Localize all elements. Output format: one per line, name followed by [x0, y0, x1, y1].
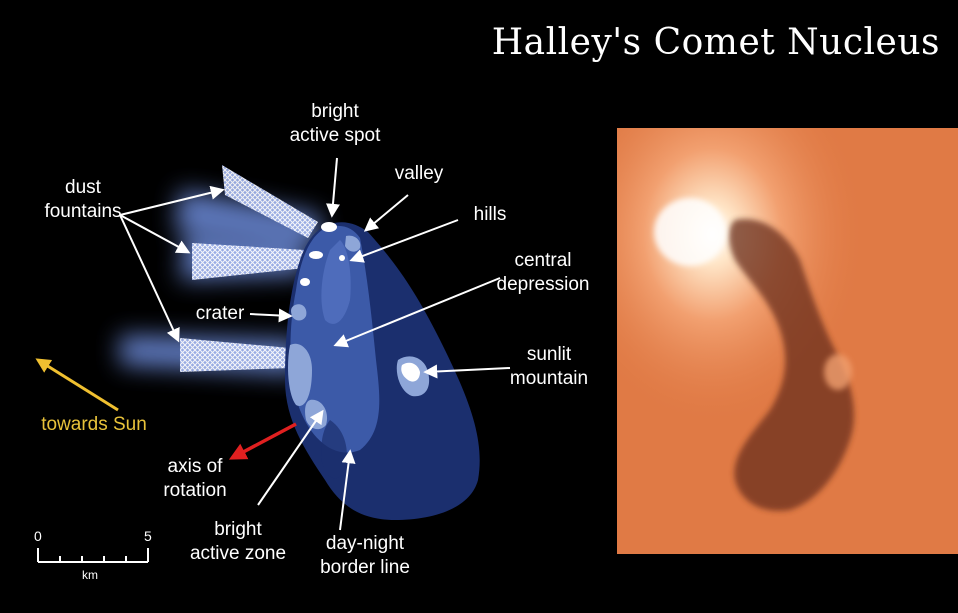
label-dust-fountains: dust fountains	[28, 176, 138, 224]
sun-direction-arrow	[38, 360, 118, 410]
label-crater: crater	[180, 302, 260, 326]
label-towards-sun: towards Sun	[24, 413, 164, 437]
label-hills: hills	[460, 203, 520, 227]
label-bright-active-zone: bright active zone	[168, 518, 308, 566]
label-valley: valley	[384, 162, 454, 186]
label-sunlit-mountain: sunlit mountain	[494, 343, 604, 391]
scale-unit: km	[82, 568, 98, 582]
rotation-axis-arrow	[232, 424, 296, 458]
scale-max: 5	[144, 528, 152, 544]
diagram-title: Halley's Comet Nucleus	[492, 22, 940, 63]
label-axis-of-rotation: axis of rotation	[140, 455, 250, 503]
scale-min: 0	[34, 528, 42, 544]
label-day-night-border: day-night border line	[300, 532, 430, 580]
scale-bar	[38, 548, 148, 562]
label-central-depression: central depression	[478, 249, 608, 297]
label-bright-active-spot: bright active spot	[270, 100, 400, 148]
nucleus-photograph	[617, 128, 958, 554]
